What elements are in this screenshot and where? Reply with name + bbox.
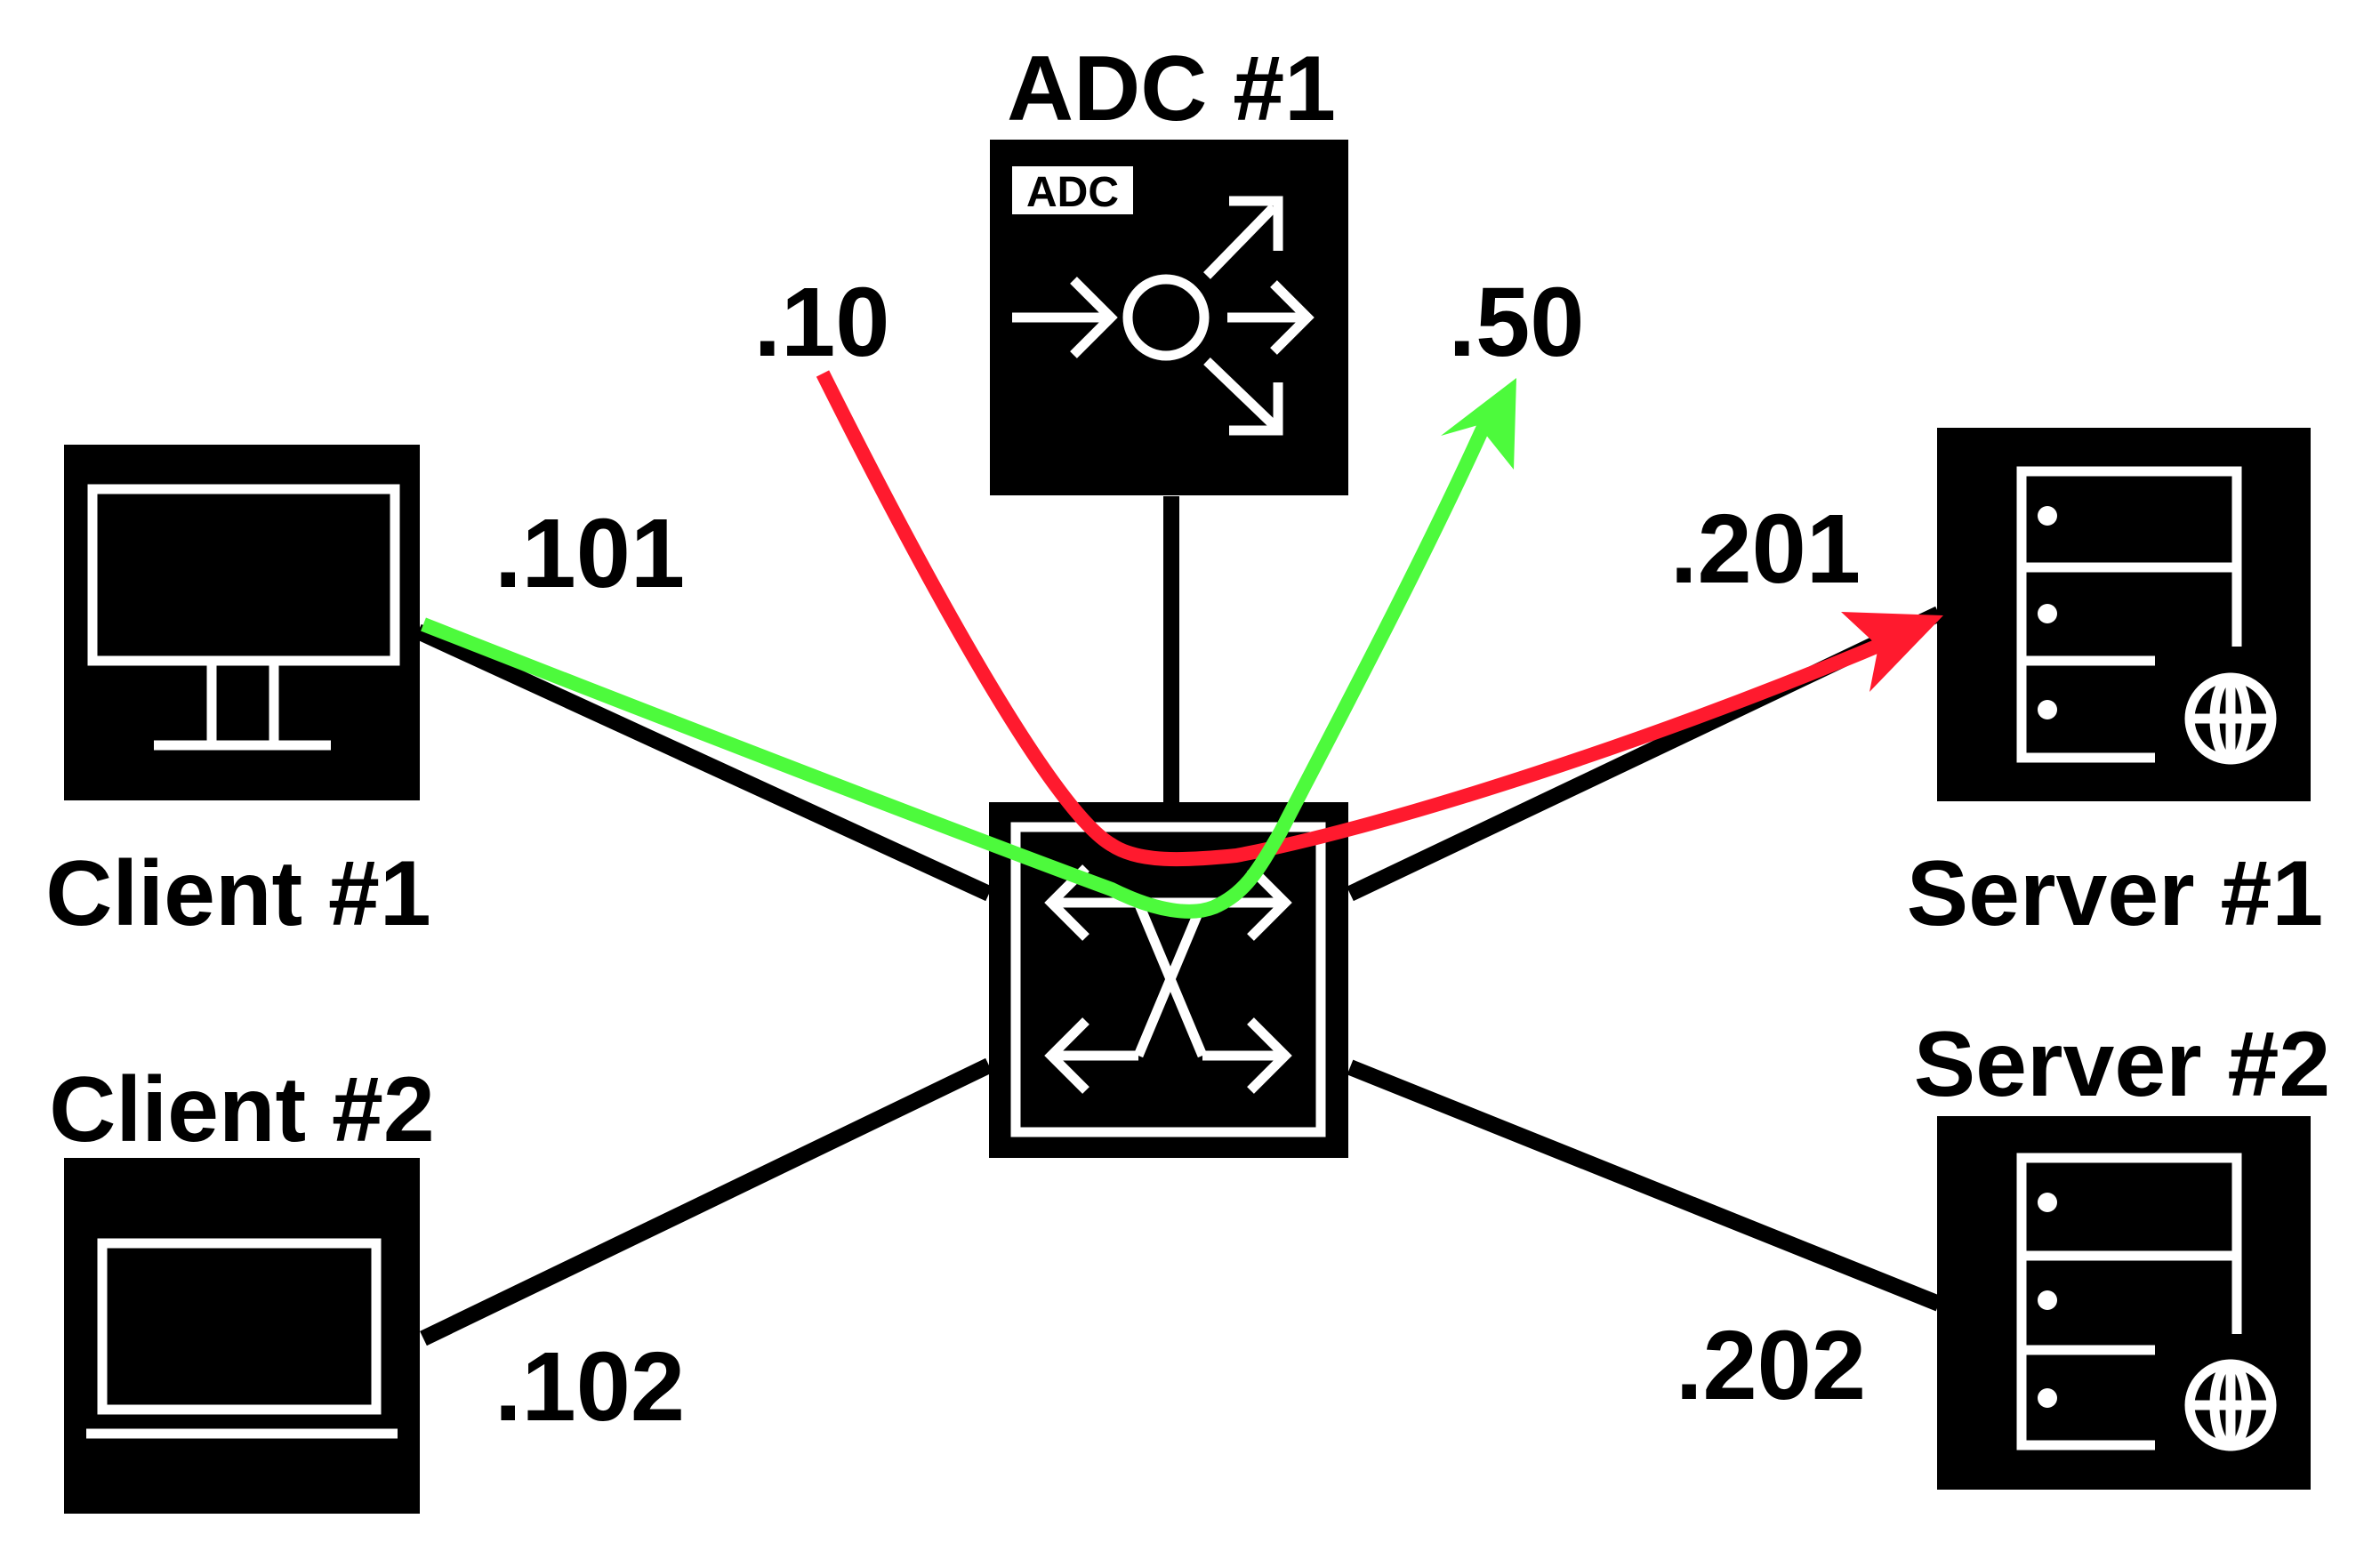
server1-ip: .201: [1670, 494, 1861, 604]
server2-device[interactable]: [1937, 1116, 2311, 1490]
server2-ip: .202: [1676, 1311, 1866, 1420]
adc-tag-badge: [1012, 166, 1133, 214]
link-client1-switch: [414, 623, 993, 902]
load-balancer-icon: [1012, 196, 1315, 436]
link-client2-switch: [420, 1057, 993, 1346]
client2-device[interactable]: [64, 1158, 420, 1514]
traffic-flows: [421, 370, 1943, 919]
adc-label: ADC #1: [1007, 37, 1336, 141]
flow-red-arrowhead: [1841, 612, 1943, 692]
client1-ip: .101: [494, 499, 685, 608]
flow-green-arrowhead: [1441, 378, 1516, 470]
web-server-icon: [2016, 1153, 2277, 1451]
flow-green-path: [421, 423, 1491, 919]
switch-arrows-icon: [1044, 864, 1292, 1094]
server2-label: Server #2: [1914, 1013, 2330, 1116]
adc-device[interactable]: ADC: [990, 140, 1348, 495]
adc-snip-ip: .10: [754, 268, 890, 377]
client1-label: Client #1: [45, 842, 430, 945]
server1-device[interactable]: [1937, 428, 2311, 801]
server1-label: Server #1: [1907, 842, 2323, 945]
client1-device[interactable]: [64, 445, 420, 800]
laptop-icon: [86, 1238, 398, 1439]
adc-tag-label: ADC: [1026, 169, 1119, 216]
client2-label: Client #2: [49, 1058, 434, 1161]
adc-vip-ip: .50: [1449, 268, 1585, 377]
client2-ip: .102: [494, 1332, 685, 1442]
flow-red-path: [816, 370, 1911, 867]
link-switch-server2: [1347, 1059, 1942, 1312]
web-server-icon: [2016, 466, 2277, 765]
monitor-icon: [87, 484, 400, 751]
